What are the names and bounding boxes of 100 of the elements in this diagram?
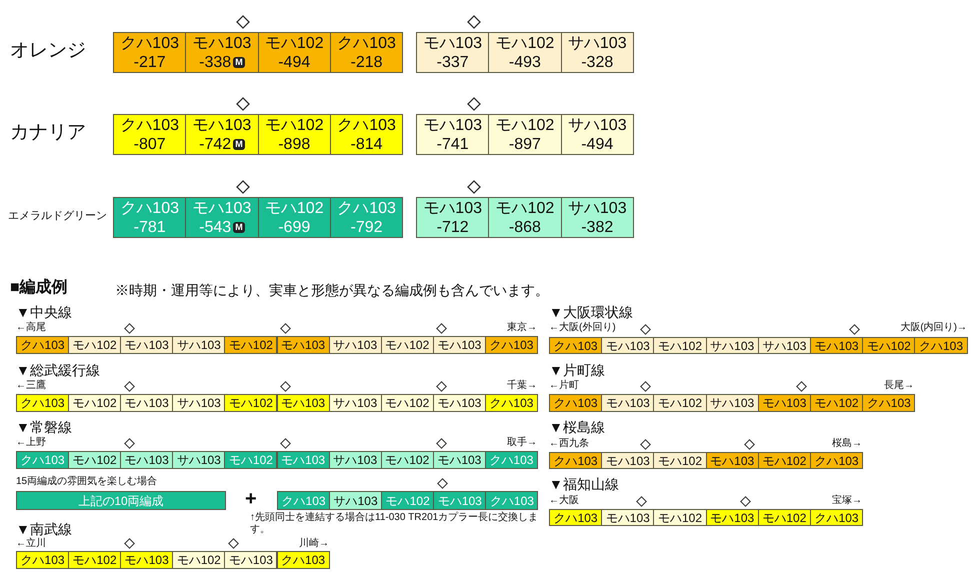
car-type: クハ103 (337, 198, 396, 218)
station-label: ←大阪(外回り) (549, 322, 616, 334)
row-label: エメラルドグリーン (8, 210, 107, 224)
car-number: -218 (350, 52, 383, 72)
car-box (68, 394, 122, 412)
car-box (113, 114, 186, 155)
car-type: モハ102 (72, 339, 117, 351)
car-box (810, 509, 864, 526)
car-box (185, 32, 259, 73)
car-type: モハ102 (228, 454, 273, 466)
car-box (758, 337, 811, 354)
station-label: ←三鷹 (16, 380, 46, 392)
car-box (185, 114, 259, 155)
car-box (810, 452, 864, 469)
station-label: ←高尾 (16, 322, 46, 334)
car-type: モハ102 (496, 116, 554, 134)
car-box (68, 336, 122, 354)
note: 15両編成の雰囲気を楽しむ場合 (16, 476, 158, 488)
note: ※時期・運用等により、実車と形態が異なる編成例も含んでいます。 (115, 282, 549, 299)
car-box (328, 336, 382, 354)
car-type: クハ103 (20, 454, 65, 466)
car-type: モハ103 (437, 454, 482, 466)
car-type: クハ103 (554, 340, 598, 352)
car-box (276, 451, 330, 469)
car-type: モハ102 (658, 512, 702, 524)
car-number: -699 (278, 218, 310, 236)
car-type: モハ102 (658, 397, 702, 409)
car-box (549, 394, 602, 412)
car-type: モハ103 (124, 339, 169, 351)
car-type: サハ103 (333, 339, 378, 351)
car-type: モハ102 (72, 454, 117, 466)
car-type: モハ103 (124, 397, 169, 409)
car-box (328, 394, 382, 412)
car-box (601, 394, 654, 412)
car-box (113, 197, 186, 238)
car-box (560, 197, 634, 238)
car-number: -338 (199, 52, 232, 72)
car-box (276, 336, 330, 354)
car-type: モハ103 (192, 34, 252, 52)
car-box (381, 491, 434, 510)
line-name: ▼南武線 (16, 521, 72, 538)
car-type: モハ103 (124, 554, 169, 566)
car-box (432, 451, 486, 469)
car-type: モハ102 (264, 34, 324, 52)
car-box (488, 114, 562, 155)
car-type: 上記の10両編成 (78, 494, 164, 506)
car-type: モハ102 (762, 454, 806, 466)
car-type: モハ102 (658, 454, 702, 466)
car-box (277, 491, 330, 510)
line-name: ▼桜島線 (549, 419, 605, 436)
car-box (810, 337, 864, 354)
section-heading: ■編成例 (10, 278, 68, 298)
car-number: -807 (134, 134, 166, 154)
car-box (224, 336, 278, 354)
car-number: -494 (278, 52, 310, 72)
car-number: -814 (350, 134, 383, 154)
car-type: クハ103 (490, 494, 534, 506)
car-box (758, 509, 811, 526)
station-label: 宝塚→ (832, 495, 862, 507)
car-box (862, 394, 916, 412)
car-box (330, 32, 404, 73)
car-type: モハ102 (72, 554, 117, 566)
motor-badge: M (233, 56, 245, 68)
car-box (862, 337, 916, 354)
car-box (601, 509, 654, 526)
car-type: クハ103 (120, 198, 179, 218)
station-label: 桜島→ (832, 438, 862, 450)
line-name: ▼大阪環状線 (549, 304, 633, 321)
row-label: カナリア (10, 122, 86, 145)
car-type: モハ102 (228, 339, 273, 351)
car-type: モハ103 (762, 397, 806, 409)
car-box (706, 509, 759, 526)
car-box (16, 551, 70, 569)
station-label: 川崎→ (299, 538, 329, 550)
station-label: ←上野 (16, 437, 46, 449)
car-type: モハ102 (762, 512, 806, 524)
car-type: モハ103 (423, 198, 482, 218)
car-box (16, 451, 70, 469)
car-type: サハ103 (568, 116, 627, 134)
car-type: クハ103 (281, 554, 326, 566)
car-type: モハ102 (866, 340, 911, 352)
car-type: クハ103 (489, 339, 534, 351)
car-box (16, 336, 70, 354)
car-box (330, 114, 404, 155)
car-type: クハ103 (814, 454, 859, 466)
station-label: ←片町 (549, 380, 579, 392)
car-type: モハ102 (228, 397, 273, 409)
car-type: クハ103 (20, 554, 65, 566)
car-type: サハ103 (568, 198, 627, 218)
car-number: -382 (581, 218, 614, 236)
car-type: クハ103 (120, 34, 179, 52)
car-box (653, 394, 707, 412)
car-type: クハ103 (489, 454, 534, 466)
car-box (16, 394, 70, 412)
car-box (432, 336, 486, 354)
car-box (560, 114, 634, 155)
car-box (258, 32, 331, 73)
car-box (380, 394, 434, 412)
car-type: クハ103 (866, 397, 911, 409)
note: ↑先頭同士を連結する場合は11-030 TR201カプラー長に交換します。 (250, 512, 540, 536)
